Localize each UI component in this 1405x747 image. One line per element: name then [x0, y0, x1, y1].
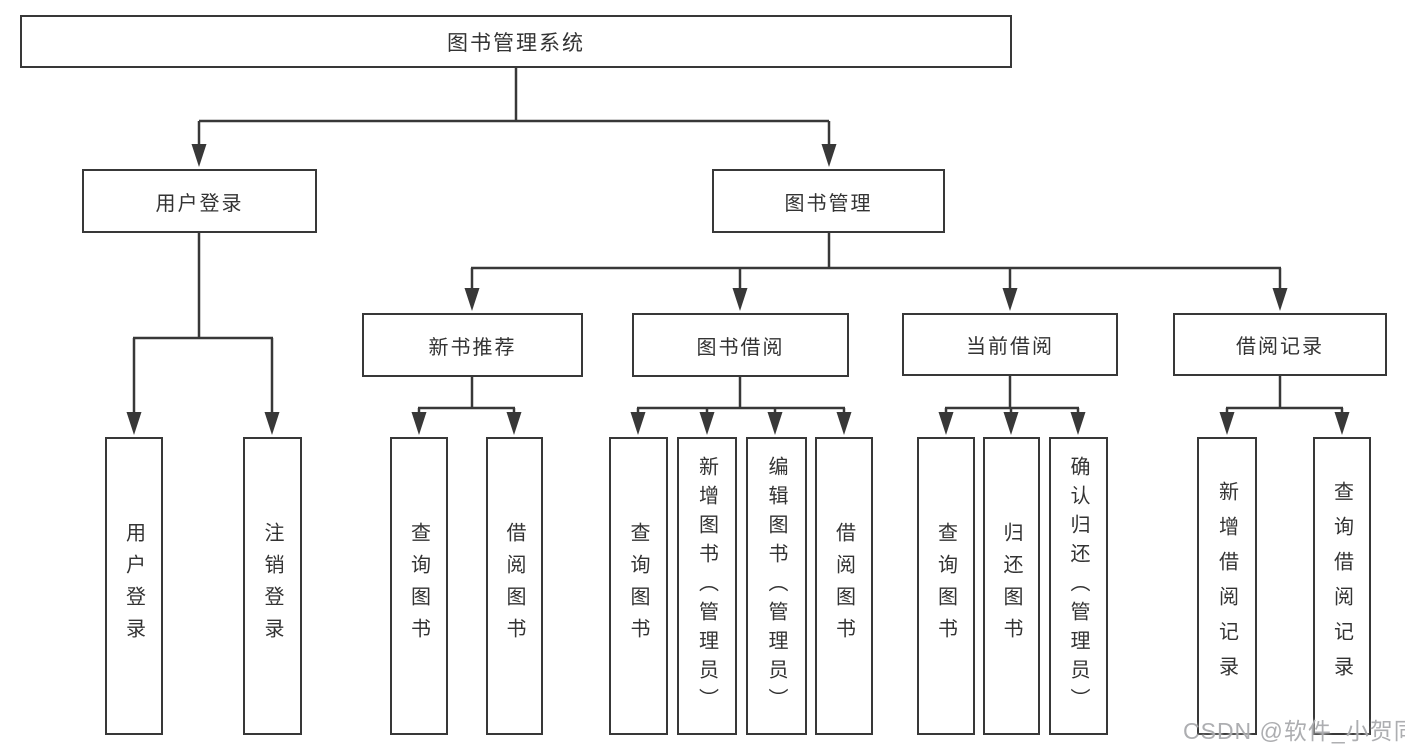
node-book-borrowing: 图书借阅 — [632, 313, 849, 377]
node-leaf-query-books-current-label: 查询图书 — [934, 522, 957, 650]
node-leaf-confirm-return-admin-label: 确认归还（管理员） — [1067, 455, 1089, 717]
arrowhead-icon — [464, 288, 480, 311]
node-leaf-add-books-admin: 新增图书（管理员） — [677, 437, 737, 735]
node-root-label: 图书管理系统 — [447, 31, 585, 55]
arrowhead-icon — [767, 412, 783, 435]
node-leaf-user-login-label: 用户登录 — [122, 522, 145, 650]
node-book-borrowing-label: 图书借阅 — [696, 336, 785, 359]
node-leaf-query-books-current: 查询图书 — [917, 437, 975, 735]
node-new-book-recommend-label: 新书推荐 — [428, 336, 517, 359]
node-user-login-label: 用户登录 — [155, 192, 244, 215]
node-leaf-borrow-books-recommend: 借阅图书 — [486, 437, 543, 735]
arrowhead-icon — [411, 412, 427, 435]
arrowhead-icon — [699, 412, 715, 435]
node-leaf-borrow-books-label: 借阅图书 — [832, 522, 855, 650]
arrowhead-icon — [1219, 412, 1235, 435]
node-book-management: 图书管理 — [712, 169, 945, 233]
node-leaf-edit-books-admin: 编辑图书（管理员） — [746, 437, 807, 735]
node-leaf-query-books-recommend: 查询图书 — [390, 437, 448, 735]
arrowhead-icon — [821, 144, 837, 167]
node-book-management-label: 图书管理 — [784, 192, 873, 215]
node-leaf-add-borrow-record-label: 新增借阅记录 — [1215, 481, 1238, 691]
node-leaf-query-borrow-record: 查询借阅记录 — [1313, 437, 1371, 735]
arrowhead-icon — [938, 412, 954, 435]
node-root: 图书管理系统 — [20, 15, 1012, 68]
node-leaf-add-borrow-record: 新增借阅记录 — [1197, 437, 1257, 735]
node-current-borrowing: 当前借阅 — [902, 313, 1118, 376]
node-leaf-query-books-borrowing: 查询图书 — [609, 437, 668, 735]
node-user-login: 用户登录 — [82, 169, 317, 233]
arrowhead-icon — [1334, 412, 1350, 435]
node-leaf-user-login: 用户登录 — [105, 437, 163, 735]
arrowhead-icon — [1272, 288, 1288, 311]
node-leaf-query-books-borrowing-label: 查询图书 — [627, 522, 649, 650]
arrowhead-icon — [506, 412, 522, 435]
arrowhead-icon — [630, 412, 646, 435]
node-leaf-confirm-return-admin: 确认归还（管理员） — [1049, 437, 1108, 735]
node-leaf-query-books-recommend-label: 查询图书 — [407, 522, 430, 650]
arrowhead-icon — [1003, 412, 1019, 435]
arrowhead-icon — [1070, 412, 1086, 435]
node-leaf-return-books-label: 归还图书 — [1000, 522, 1022, 650]
arrowhead-icon — [191, 144, 207, 167]
node-current-borrowing-label: 当前借阅 — [966, 336, 1054, 358]
node-leaf-query-borrow-record-label: 查询借阅记录 — [1330, 481, 1353, 691]
node-borrow-records-label: 借阅记录 — [1236, 336, 1324, 358]
node-leaf-edit-books-admin-label: 编辑图书（管理员） — [765, 455, 787, 717]
arrowhead-icon — [836, 412, 852, 435]
node-leaf-return-books: 归还图书 — [983, 437, 1040, 735]
arrowhead-icon — [126, 412, 142, 435]
arrowhead-icon — [264, 412, 280, 435]
node-leaf-borrow-books: 借阅图书 — [815, 437, 873, 735]
watermark: CSDN @软件_小贺同学 — [1183, 718, 1405, 744]
node-leaf-add-books-admin-label: 新增图书（管理员） — [695, 455, 718, 717]
node-leaf-logout-label: 注销登录 — [261, 522, 283, 650]
node-leaf-borrow-books-recommend-label: 借阅图书 — [503, 522, 525, 650]
node-borrow-records: 借阅记录 — [1173, 313, 1387, 376]
arrowhead-icon — [732, 288, 748, 311]
node-leaf-logout: 注销登录 — [243, 437, 302, 735]
arrowhead-icon — [1002, 288, 1018, 311]
node-new-book-recommend: 新书推荐 — [362, 313, 583, 377]
